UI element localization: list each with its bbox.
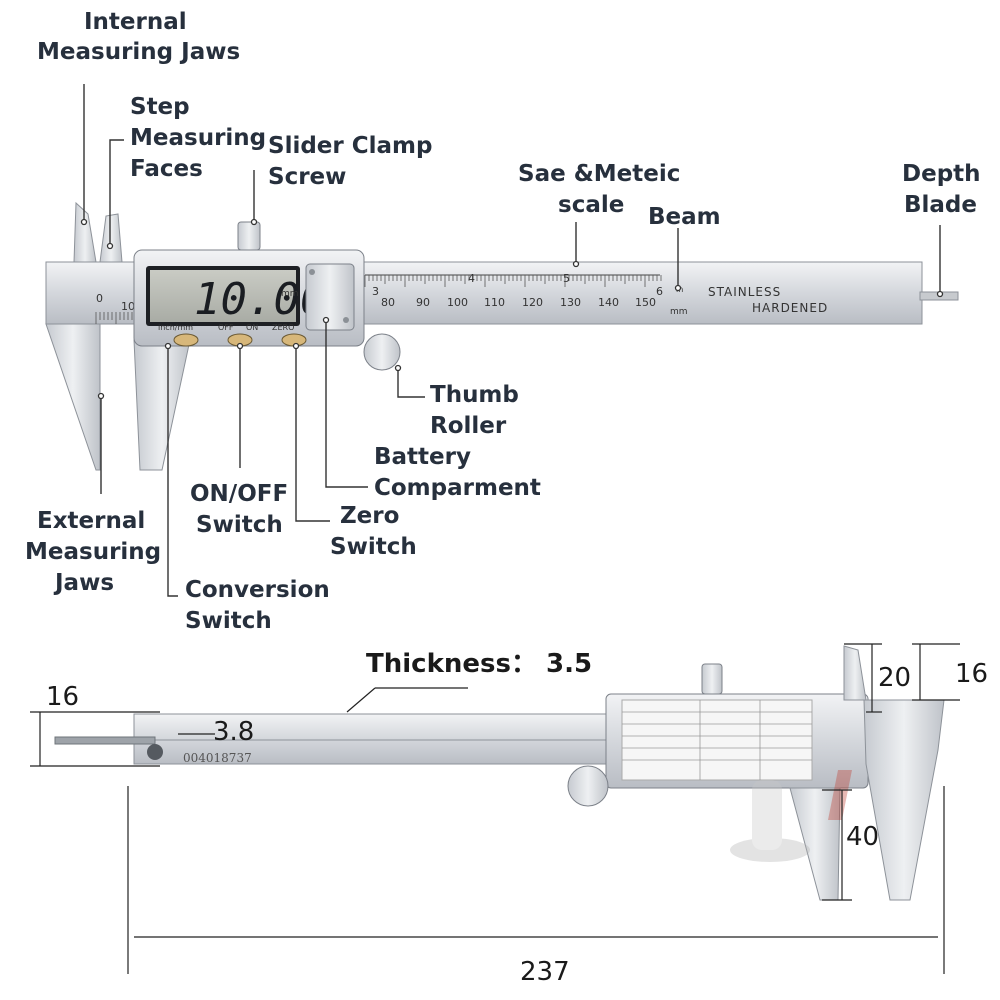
label-slider-clamp-2: Screw (268, 164, 346, 190)
label-step-faces-2: Measuring (130, 125, 266, 151)
external-jaw-sliding (133, 339, 191, 471)
metric-tick-100: 100 (447, 296, 468, 309)
metric-tick-0: 0 (96, 292, 103, 305)
label-step-faces-3: Faces (130, 156, 203, 182)
btn-label-zero: ZERO (272, 323, 294, 332)
dim-left-height: 16 (46, 682, 79, 712)
btn-label-off: OFF (218, 323, 234, 332)
metric-tick-90: 90 (416, 296, 430, 309)
external-jaw-fixed (45, 323, 101, 471)
metric-tick-10: 10 (121, 300, 135, 313)
label-thumb-roller-1: Thumb (430, 382, 519, 408)
side-thumb-roller[interactable] (567, 765, 609, 807)
screw-icon (309, 269, 315, 275)
side-jaw-fixed (863, 699, 945, 901)
label-battery-2: Comparment (374, 475, 541, 501)
label-scale-1: Sae &Meteic (518, 161, 680, 187)
metric-tick-80: 80 (381, 296, 395, 309)
unit-mm: mm (670, 307, 688, 317)
lcd-face (150, 270, 296, 322)
side-depth-rod (54, 736, 156, 745)
beam-text-stainless: STAINLESS (708, 285, 781, 299)
internal-jaw-sliding (99, 213, 123, 263)
lcd-unit: mm (281, 289, 299, 299)
dimension-lines (30, 643, 960, 974)
label-zero-switch-2: Switch (330, 534, 417, 560)
side-label-plate (621, 699, 813, 781)
label-depth-blade-1: Depth (902, 161, 981, 187)
side-screw (147, 744, 163, 760)
label-external-jaws-3: Jaws (53, 570, 114, 596)
label-external-jaws-1: External (37, 508, 145, 534)
dim-overall-length: 237 (520, 957, 570, 987)
screw-icon (343, 317, 349, 323)
side-clamp-screw[interactable] (701, 663, 723, 695)
label-onoff-1: ON/OFF (190, 481, 288, 507)
top-caliper: 0 10 80 90 100 110 120 130 140 150 3 4 5… (45, 201, 959, 471)
label-depth-blade-2: Blade (904, 192, 977, 218)
label-internal-jaws-2: Measuring Jaws (37, 39, 240, 65)
serial-number: 004018737 (183, 751, 252, 765)
thumb-roller[interactable] (363, 333, 401, 371)
label-slider-clamp-1: Slider Clamp (268, 133, 432, 159)
metric-tick-150: 150 (635, 296, 656, 309)
dim-thickness: Thickness： 3.5 (366, 649, 592, 679)
label-conversion-2: Switch (185, 608, 272, 634)
metric-tick-120: 120 (522, 296, 543, 309)
btn-label-on: ON (246, 323, 258, 332)
label-beam: Beam (648, 204, 721, 230)
watermark-logo (730, 770, 852, 862)
slider-clamp-screw[interactable] (237, 221, 261, 251)
label-external-jaws-2: Measuring (25, 539, 161, 565)
bottom-caliper: 004018737 (54, 645, 945, 901)
label-internal-jaws-1: Internal (84, 9, 187, 35)
metric-tick-130: 130 (560, 296, 581, 309)
scale-ticks (95, 275, 662, 324)
label-zero-switch-1: Zero (340, 503, 399, 529)
internal-jaw-fixed (73, 201, 97, 263)
inch-tick-3: 3 (372, 285, 379, 298)
inch-tick-6: 6 (656, 285, 663, 298)
metric-tick-140: 140 (598, 296, 619, 309)
dim-jaw-right: 16 (955, 659, 988, 689)
inch-tick-4: 4 (468, 272, 475, 285)
lcd-reading: 10.00 (194, 274, 326, 325)
conversion-switch-button[interactable] (173, 333, 199, 347)
label-battery-1: Battery (374, 444, 471, 470)
inch-tick-5: 5 (563, 272, 570, 285)
leader-dots (80, 218, 944, 400)
dim-jaw-top: 20 (878, 663, 911, 693)
side-jaw-upper (843, 645, 867, 701)
btn-label-inch: inch/mm (158, 323, 193, 332)
metric-tick-110: 110 (484, 296, 505, 309)
leader-lines (83, 84, 941, 597)
label-conversion-1: Conversion (185, 577, 330, 603)
battery-compartment[interactable] (305, 263, 355, 331)
label-step-faces-1: Step (130, 94, 190, 120)
label-onoff-2: Switch (196, 512, 283, 538)
dim-rod: 3.8 (213, 717, 254, 747)
label-thumb-roller-2: Roller (430, 413, 507, 439)
label-scale-2: scale (558, 192, 624, 218)
dim-jaw-length: 40 (846, 822, 879, 852)
beam-text-hardened: HARDENED (752, 301, 828, 315)
